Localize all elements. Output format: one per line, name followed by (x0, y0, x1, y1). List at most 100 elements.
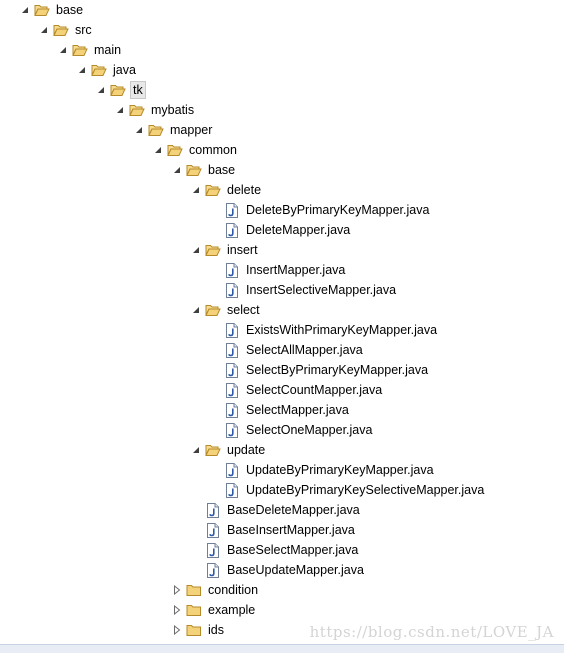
watermark: https://blog.csdn.net/LOVE_JA (309, 623, 554, 641)
tree-spacer (210, 480, 220, 500)
tree-item-label: java (113, 63, 136, 77)
expanded-arrow-icon[interactable] (58, 40, 68, 60)
tree-folder-row[interactable]: tk (96, 80, 146, 100)
tree-spacer (210, 420, 220, 440)
tree-item-label: mapper (170, 123, 213, 137)
tree-item-label: DeleteByPrimaryKeyMapper.java (246, 203, 430, 217)
tree-file-row[interactable]: BaseSelectMapper.java (191, 540, 360, 560)
tree-spacer (210, 340, 220, 360)
tree-spacer (210, 360, 220, 380)
tree-spacer (191, 560, 201, 580)
tree-item-label: BaseUpdateMapper.java (227, 563, 364, 577)
tree-spacer (210, 260, 220, 280)
expanded-arrow-icon[interactable] (20, 0, 30, 20)
tree-file-row[interactable]: BaseDeleteMapper.java (191, 500, 362, 520)
expanded-arrow-icon[interactable] (191, 240, 201, 260)
tree-folder-row[interactable]: ids (172, 620, 226, 640)
folder-open-icon (205, 182, 221, 198)
java-file-icon (224, 382, 240, 398)
tree-spacer (210, 280, 220, 300)
tree-item-label: BaseDeleteMapper.java (227, 503, 360, 517)
tree-file-row[interactable]: DeleteMapper.java (210, 220, 352, 240)
folder-icon (186, 582, 202, 598)
tree-folder-row[interactable]: mybatis (115, 100, 196, 120)
tree-item-label: BaseInsertMapper.java (227, 523, 355, 537)
tree-item-label: mybatis (151, 103, 195, 117)
tree-folder-row[interactable]: common (153, 140, 239, 160)
tree-file-row[interactable]: DeleteByPrimaryKeyMapper.java (210, 200, 431, 220)
folder-open-icon (129, 102, 145, 118)
tree-spacer (210, 220, 220, 240)
tree-file-row[interactable]: SelectAllMapper.java (210, 340, 365, 360)
tree-spacer (210, 320, 220, 340)
tree-item-label: ids (208, 623, 224, 637)
tree-folder-row[interactable]: delete (191, 180, 263, 200)
tree-item-label: DeleteMapper.java (246, 223, 351, 237)
java-file-icon (205, 522, 221, 538)
tree-file-row[interactable]: InsertMapper.java (210, 260, 347, 280)
tree-spacer (210, 200, 220, 220)
tree-spacer (191, 520, 201, 540)
folder-open-icon (205, 442, 221, 458)
folder-open-icon (53, 22, 69, 38)
tree-item-label: common (189, 143, 237, 157)
tree-file-row[interactable]: SelectMapper.java (210, 400, 351, 420)
tree-folder-row[interactable]: select (191, 300, 262, 320)
tree-item-label: main (94, 43, 122, 57)
expanded-arrow-icon[interactable] (134, 120, 144, 140)
expanded-arrow-icon[interactable] (115, 100, 125, 120)
expanded-arrow-icon[interactable] (191, 180, 201, 200)
tree-file-row[interactable]: SelectCountMapper.java (210, 380, 384, 400)
tree-spacer (210, 380, 220, 400)
expanded-arrow-icon[interactable] (153, 140, 163, 160)
tree-item-label: SelectByPrimaryKeyMapper.java (246, 363, 429, 377)
expanded-arrow-icon[interactable] (39, 20, 49, 40)
tree-folder-row[interactable]: update (191, 440, 267, 460)
java-file-icon (224, 462, 240, 478)
folder-open-icon (205, 242, 221, 258)
tree-item-label: SelectOneMapper.java (246, 423, 373, 437)
collapsed-arrow-icon[interactable] (172, 580, 182, 600)
tree-item-label: SelectMapper.java (246, 403, 349, 417)
tree-file-row[interactable]: BaseInsertMapper.java (191, 520, 357, 540)
folder-open-icon (167, 142, 183, 158)
expanded-arrow-icon[interactable] (191, 440, 201, 460)
tree-folder-row[interactable]: mapper (134, 120, 214, 140)
tree-file-row[interactable]: BaseUpdateMapper.java (191, 560, 366, 580)
tree-file-row[interactable]: UpdateByPrimaryKeyMapper.java (210, 460, 436, 480)
tree-file-row[interactable]: ExistsWithPrimaryKeyMapper.java (210, 320, 439, 340)
tree-file-row[interactable]: UpdateByPrimaryKeySelectiveMapper.java (210, 480, 486, 500)
collapsed-arrow-icon[interactable] (172, 620, 182, 640)
tree-folder-row[interactable]: base (20, 0, 85, 20)
tree-spacer (191, 540, 201, 560)
java-file-icon (224, 362, 240, 378)
expanded-arrow-icon[interactable] (172, 160, 182, 180)
tree-spacer (191, 500, 201, 520)
tree-file-row[interactable]: SelectByPrimaryKeyMapper.java (210, 360, 430, 380)
tree-item-label: src (75, 23, 92, 37)
folder-open-icon (205, 302, 221, 318)
tree-item-label: ExistsWithPrimaryKeyMapper.java (246, 323, 438, 337)
folder-open-icon (110, 82, 126, 98)
tree-folder-row[interactable]: insert (191, 240, 260, 260)
tree-folder-row[interactable]: java (77, 60, 138, 80)
tree-spacer (210, 400, 220, 420)
tree-folder-row[interactable]: main (58, 40, 123, 60)
tree-item-label: SelectAllMapper.java (246, 343, 363, 357)
tree-folder-row[interactable]: condition (172, 580, 260, 600)
bottom-scrollbar[interactable] (0, 644, 564, 653)
collapsed-arrow-icon[interactable] (172, 600, 182, 620)
folder-open-icon (72, 42, 88, 58)
tree-folder-row[interactable]: base (172, 160, 237, 180)
tree-item-label: base (56, 3, 84, 17)
java-file-icon (224, 202, 240, 218)
tree-folder-row[interactable]: example (172, 600, 257, 620)
java-file-icon (224, 262, 240, 278)
expanded-arrow-icon[interactable] (77, 60, 87, 80)
tree-folder-row[interactable]: src (39, 20, 94, 40)
tree-file-row[interactable]: InsertSelectiveMapper.java (210, 280, 398, 300)
expanded-arrow-icon[interactable] (96, 80, 106, 100)
expanded-arrow-icon[interactable] (191, 300, 201, 320)
java-file-icon (224, 482, 240, 498)
tree-file-row[interactable]: SelectOneMapper.java (210, 420, 374, 440)
